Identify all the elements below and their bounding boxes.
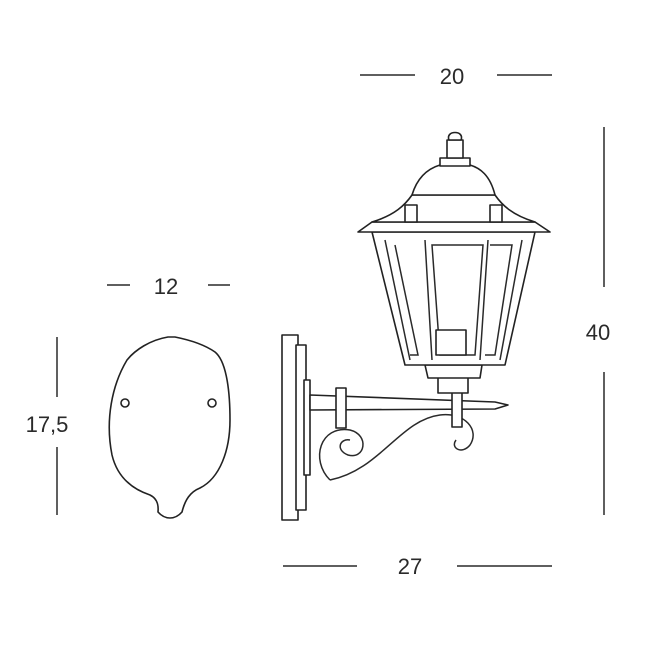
dim-plate-width: 12 <box>153 274 179 299</box>
dim-lamp-width: 20 <box>439 64 465 89</box>
lamp-side-view <box>281 131 551 521</box>
dim-lamp-height: 40 <box>585 320 611 345</box>
dim-lines <box>56 74 605 567</box>
wall-plate <box>108 336 231 519</box>
dim-total-depth: 27 <box>397 554 423 579</box>
dim-plate-height: 17,5 <box>25 412 69 437</box>
